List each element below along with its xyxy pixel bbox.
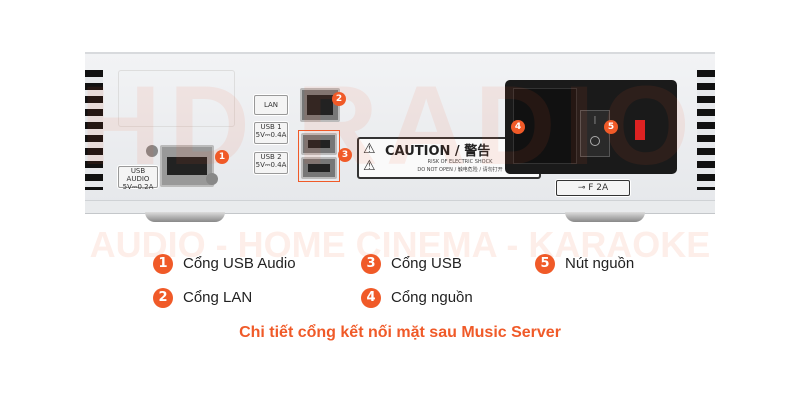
usb-audio-label: USB AUDIO 5V⎓0.2A (118, 166, 158, 191)
watermark-logo: HD RADIO (80, 63, 698, 188)
caution-line-1: RISK OF ELECTRIC SHOCK (427, 159, 493, 165)
fuse-rating: F 2A (588, 183, 609, 193)
marker-5: 5 (604, 120, 618, 134)
legend-label: Cổng nguồn (391, 289, 473, 306)
left-cooling-fins (85, 70, 103, 190)
usb-audio-port (160, 145, 214, 187)
lan-label: LAN (254, 95, 288, 115)
marker-1: 1 (215, 150, 229, 164)
foot (565, 212, 645, 222)
screw (206, 173, 218, 185)
power-switch: | (580, 110, 610, 157)
warning-triangle-icon: ⚠ (363, 141, 376, 157)
legend-badge: 5 (535, 254, 555, 274)
bottom-plate (85, 200, 715, 214)
foot (145, 212, 225, 222)
legend-label: Cổng USB (391, 255, 462, 272)
legend-label: Cổng LAN (183, 289, 253, 306)
legend-label: Cổng USB Audio (183, 255, 296, 272)
legend-badge: 2 (153, 288, 173, 308)
legend-badge: 4 (361, 288, 381, 308)
usb2-port (301, 157, 337, 179)
voltage-selector (635, 120, 645, 140)
blank-panel (118, 70, 235, 127)
marker-2: 2 (332, 92, 346, 106)
caution-line-2: DO NOT OPEN / 触电危险 / 请勿打开 (417, 167, 503, 173)
usb1-label: USB 1 5V⎓0.4A (254, 122, 288, 144)
power-module: | (505, 80, 677, 174)
usb2-label: USB 2 5V⎓0.4A (254, 152, 288, 174)
marker-4: 4 (511, 120, 525, 134)
legend-badge: 1 (153, 254, 173, 274)
usb1-port (301, 133, 337, 155)
caption: Chi tiết cổng kết nối mặt sau Music Serv… (239, 324, 561, 341)
right-cooling-fins (697, 70, 715, 190)
caution-title: CAUTION / 警告 (385, 144, 491, 159)
warning-triangle-icon: ⚠ (363, 158, 376, 174)
legend-badge: 3 (361, 254, 381, 274)
screw (146, 145, 158, 157)
marker-3: 3 (338, 148, 352, 162)
fuse-icon: ⊸ (577, 183, 589, 193)
legend-label: Nút nguồn (565, 255, 635, 272)
fuse-label: ⊸ F 2A (556, 180, 630, 196)
watermark-tagline: AUDIO - HOME CINEMA - KARAOKE (89, 224, 711, 265)
